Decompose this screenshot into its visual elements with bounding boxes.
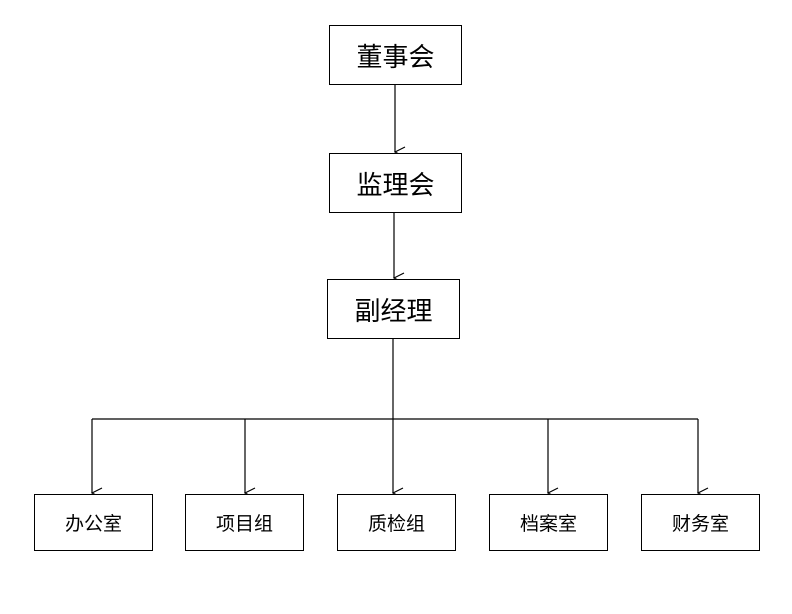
node-project-group-label: 项目组 bbox=[215, 513, 273, 535]
node-supervisory-label: 监理会 bbox=[356, 170, 435, 201]
node-board-label: 董事会 bbox=[356, 42, 435, 73]
node-office: 办公室 bbox=[34, 494, 153, 551]
node-archive-room: 档案室 bbox=[489, 494, 608, 551]
node-finance-room-label: 财务室 bbox=[671, 513, 729, 535]
node-office-label: 办公室 bbox=[64, 513, 122, 535]
node-quality-control-group: 质检组 bbox=[337, 494, 456, 551]
node-supervisory: 监理会 bbox=[329, 153, 462, 213]
node-project-group: 项目组 bbox=[185, 494, 304, 551]
node-finance-room: 财务室 bbox=[641, 494, 760, 551]
node-archive-room-label: 档案室 bbox=[519, 513, 577, 535]
node-board: 董事会 bbox=[329, 25, 462, 85]
node-deputy-manager: 副经理 bbox=[327, 279, 460, 339]
node-quality-control-group-label: 质检组 bbox=[367, 513, 425, 535]
node-deputy-manager-label: 副经理 bbox=[354, 296, 433, 327]
